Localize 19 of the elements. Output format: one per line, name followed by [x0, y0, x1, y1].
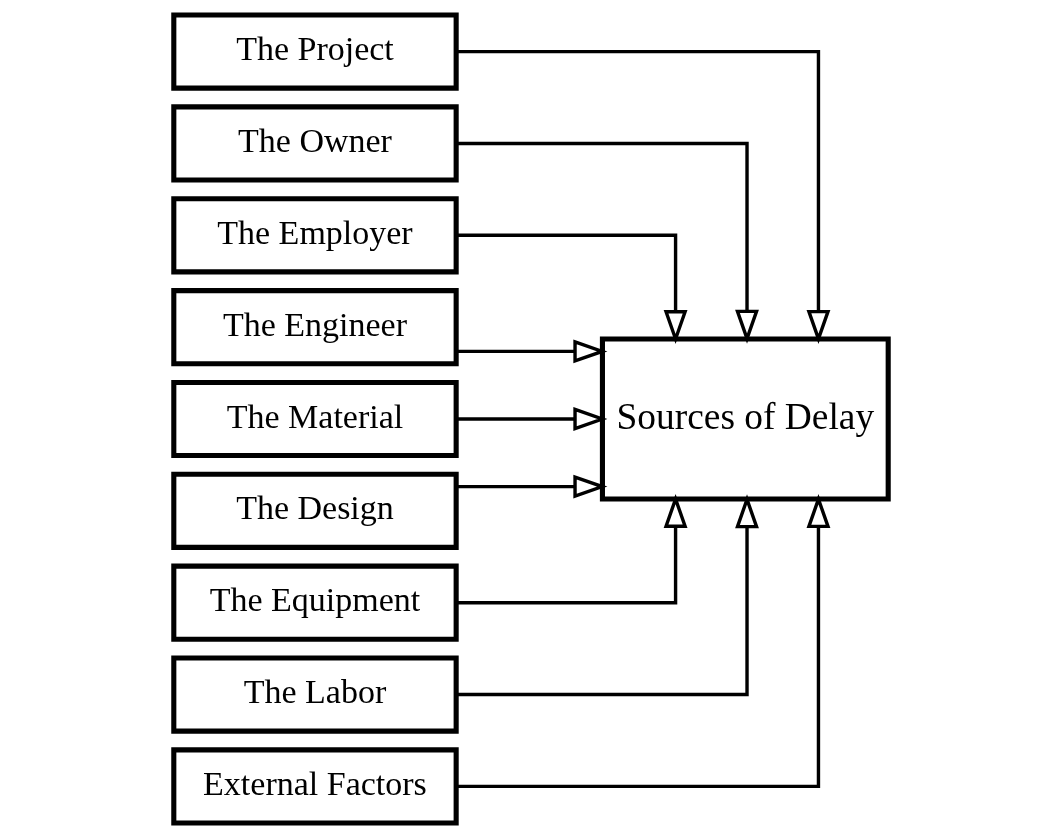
node-box: The Employer	[171, 196, 459, 275]
node-box: The Engineer	[171, 288, 459, 367]
arrow	[456, 339, 608, 364]
arrow	[456, 141, 759, 344]
arrow	[456, 474, 608, 499]
arrow	[456, 494, 831, 789]
node-box: Sources of Delay	[599, 336, 891, 502]
node-box: The Material	[171, 379, 459, 459]
arrow	[456, 407, 608, 431]
node-box: External Factors	[171, 747, 459, 826]
arrow	[456, 494, 759, 697]
node-box: The Equipment	[171, 563, 459, 642]
arrow	[456, 233, 688, 345]
node-box: The Design	[171, 471, 459, 550]
arrow	[456, 49, 831, 344]
node-box: The Project	[171, 12, 459, 91]
node-box: The Labor	[171, 655, 459, 734]
arrow	[456, 493, 688, 605]
node-box: The Owner	[171, 104, 459, 183]
